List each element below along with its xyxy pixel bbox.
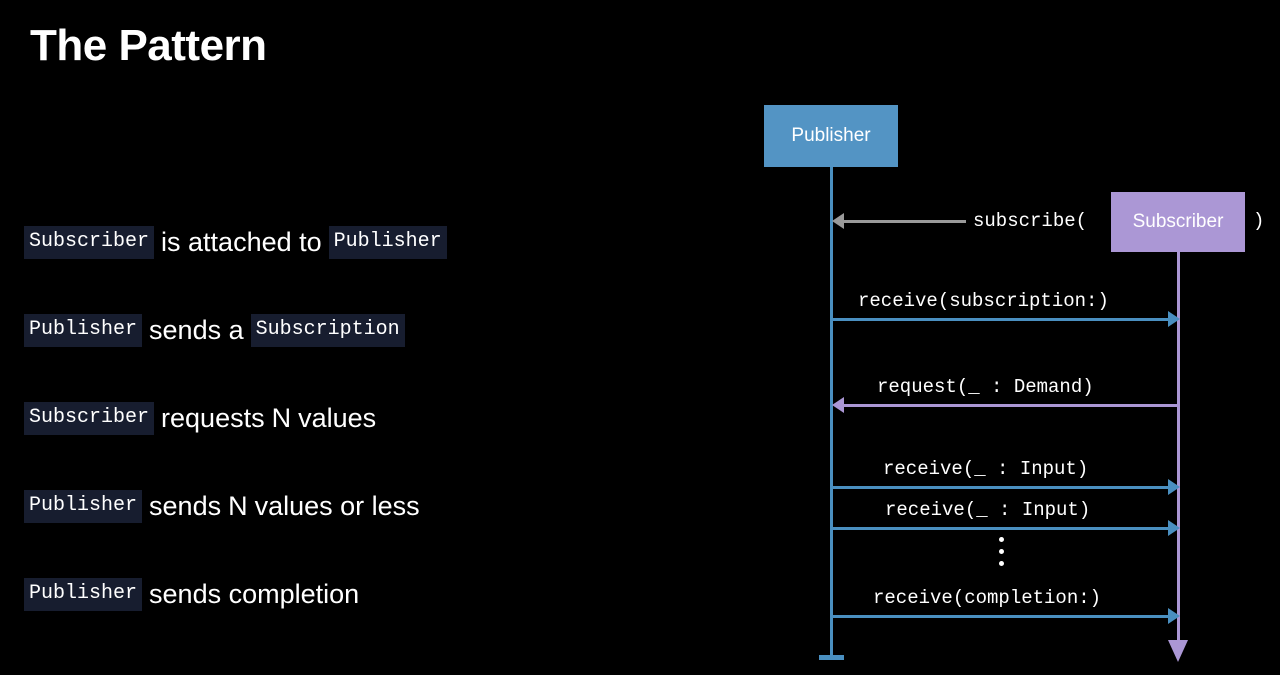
vertical-ellipsis-icon bbox=[999, 537, 1004, 566]
publisher-lifeline-stop-bar bbox=[819, 655, 844, 660]
subscribe-arrow-head-icon bbox=[832, 213, 844, 229]
message-arrow-head-icon bbox=[1168, 608, 1180, 624]
code-token: Publisher bbox=[328, 225, 447, 259]
bullet-text: sends bbox=[149, 490, 222, 521]
message-arrow-head-icon bbox=[1168, 311, 1180, 327]
bullet-text: is attached to bbox=[161, 226, 322, 257]
subscriber-lifeline-arrow-icon bbox=[1168, 640, 1188, 662]
bullet-emphasis: N bbox=[228, 490, 248, 521]
code-token: Publisher bbox=[24, 313, 143, 347]
bullet-text: sends completion bbox=[149, 578, 360, 609]
message-arrow-head-icon bbox=[1168, 479, 1180, 495]
code-token: Publisher bbox=[24, 489, 143, 523]
bullet-text: requests bbox=[161, 402, 265, 433]
message-label: receive(completion:) bbox=[873, 587, 1102, 609]
sequence-diagram: Publisher Subscriber subscribe( ) receiv… bbox=[700, 0, 1280, 675]
publisher-lifeline bbox=[830, 167, 833, 659]
bullet-text: values bbox=[298, 402, 377, 433]
message-arrow-head-icon bbox=[832, 397, 844, 413]
message-arrow-line bbox=[831, 527, 1170, 530]
subscriber-lifeline bbox=[1177, 252, 1180, 642]
code-token: Subscriber bbox=[24, 401, 155, 435]
code-token: Subscriber bbox=[24, 225, 155, 259]
message-label: receive(_ : Input) bbox=[883, 458, 1089, 480]
bullet-emphasis: N bbox=[271, 402, 292, 433]
subscribe-arrow-line bbox=[842, 220, 966, 223]
bullet-text: sends a bbox=[149, 314, 244, 345]
message-arrow-line bbox=[831, 615, 1170, 618]
participant-publisher: Publisher bbox=[764, 105, 898, 167]
subscribe-call-prefix: subscribe( bbox=[973, 210, 1088, 232]
code-token: Publisher bbox=[24, 577, 143, 611]
bullet-text: values or less bbox=[254, 490, 420, 521]
message-label: receive(_ : Input) bbox=[885, 499, 1091, 521]
message-arrow-head-icon bbox=[1168, 520, 1180, 536]
page-title: The Pattern bbox=[30, 21, 267, 70]
message-arrow-line bbox=[831, 318, 1170, 321]
subscribe-call-suffix: ) bbox=[1253, 210, 1265, 232]
message-label: request(_ : Demand) bbox=[877, 376, 1094, 398]
code-token: Subscription bbox=[250, 313, 405, 347]
message-arrow-line bbox=[842, 404, 1179, 407]
message-label: receive(subscription:) bbox=[858, 290, 1109, 312]
message-arrow-line bbox=[831, 486, 1170, 489]
participant-subscriber: Subscriber bbox=[1111, 192, 1245, 252]
